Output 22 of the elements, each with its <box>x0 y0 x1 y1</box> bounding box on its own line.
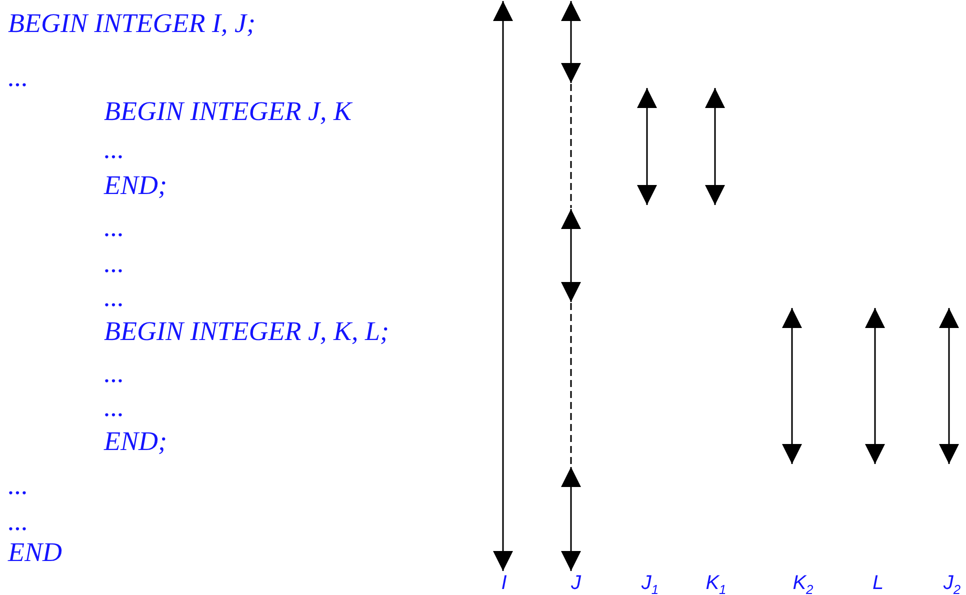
variable-label: K$_{1}$ <box>706 572 726 595</box>
variable-label: J$_{1}$ <box>641 572 659 595</box>
code-line: END; <box>104 170 167 200</box>
code-line: ... <box>8 62 28 92</box>
code-line: BEGIN INTEGER I, J; <box>8 8 256 38</box>
code-line: END <box>8 537 62 567</box>
variable-label: K$_{2}$ <box>792 572 814 595</box>
variable-label: J <box>571 572 581 594</box>
code-line: ... <box>104 392 124 422</box>
code-line: BEGIN INTEGER J, K, L; <box>104 316 389 346</box>
code-line: ... <box>104 358 124 388</box>
code-line: ... <box>104 282 124 312</box>
code-line: ... <box>8 470 28 500</box>
variable-label: J$_{2}$ <box>943 572 961 595</box>
code-line: END; <box>104 426 167 456</box>
code-line: ... <box>104 248 124 278</box>
code-line: BEGIN INTEGER J, K <box>104 96 352 126</box>
variable-label: L <box>872 572 884 594</box>
variable-label: I <box>501 572 507 594</box>
code-line: ... <box>104 134 124 164</box>
code-line: ... <box>104 212 124 242</box>
code-line: ... <box>8 506 28 536</box>
